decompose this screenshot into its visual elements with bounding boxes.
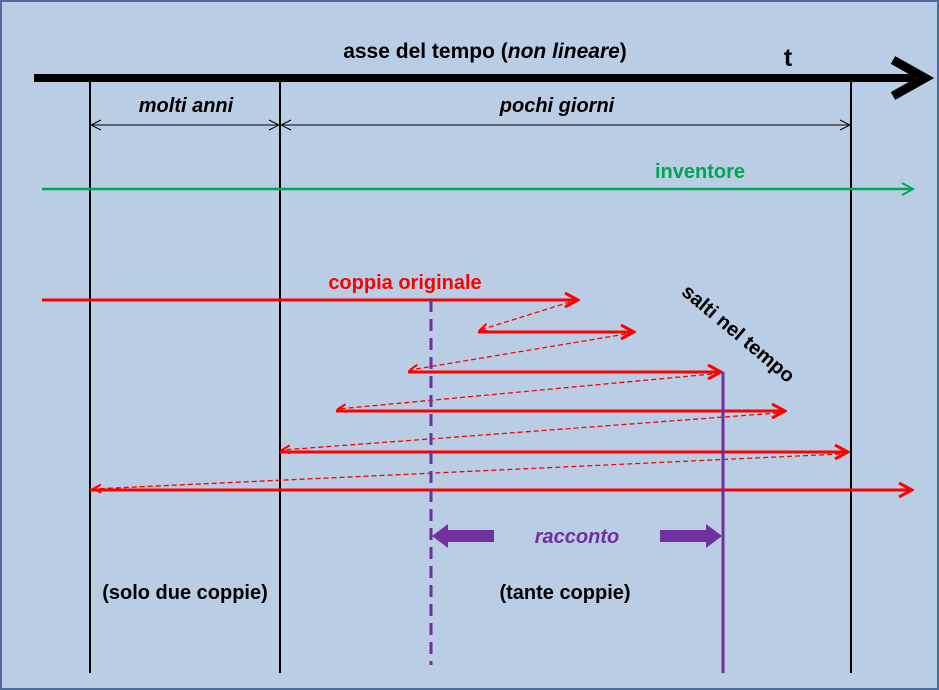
time-axis: asse del tempo (non lineare) t (34, 40, 935, 100)
time-jumps (93, 301, 841, 489)
time-jump-2 (410, 333, 627, 370)
span-label-right: pochi giorni (499, 95, 615, 117)
couple-timelines (42, 300, 912, 490)
story-arrow-right-shaft (660, 530, 708, 542)
time-axis-title: asse del tempo (non lineare) (343, 40, 627, 63)
time-jump-5 (93, 453, 841, 489)
time-axis-symbol: t (784, 44, 793, 72)
time-jump-3 (338, 373, 713, 409)
inventor-label: inventore (655, 161, 745, 183)
story-span: racconto (429, 300, 725, 673)
time-axis-title-suffix: ) (620, 40, 627, 63)
time-axis-title-prefix: asse del tempo ( (343, 40, 508, 63)
original-couple-label: coppia originale (328, 272, 481, 294)
story-arrow-right-head (706, 524, 722, 548)
story-label: racconto (535, 526, 619, 548)
time-axis-title-italic: non lineare (508, 40, 620, 63)
many-couples-label: (tante coppie) (499, 582, 630, 604)
story-arrow-left-shaft (446, 530, 494, 542)
time-jump-4 (282, 412, 779, 450)
time-axis-arrowhead (890, 56, 935, 100)
span-label-left: molti anni (139, 95, 234, 117)
only-two-couples-label: (solo due coppie) (102, 582, 268, 604)
story-arrow-left-head (432, 524, 448, 548)
